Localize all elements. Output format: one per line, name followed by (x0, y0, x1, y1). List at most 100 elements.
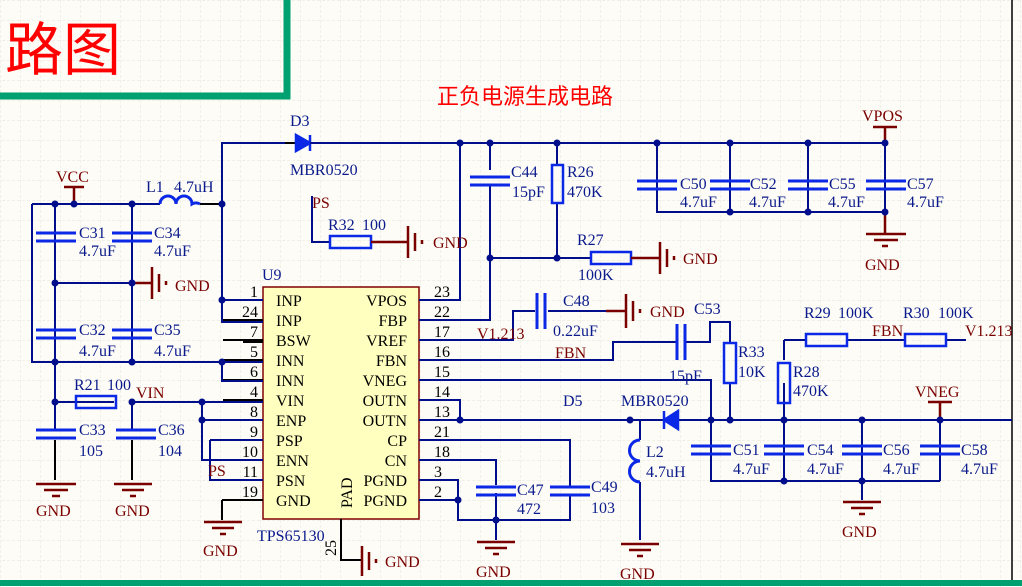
gnd-label: GND (115, 503, 150, 520)
ground-symbol (360, 546, 378, 576)
c51-ref: C51 (733, 442, 760, 459)
c33-value: 105 (79, 443, 103, 460)
capacitor-c54[interactable] (764, 444, 804, 456)
c49-value: 103 (591, 500, 615, 517)
junction-dot (198, 416, 206, 424)
chip-pin-number: 18 (434, 444, 450, 461)
junction-dot (707, 416, 715, 424)
resistor-r28[interactable] (776, 361, 792, 405)
resistor-r26[interactable] (550, 163, 565, 205)
capacitor-c56[interactable] (842, 444, 882, 456)
chip-pin-number: 23 (434, 284, 450, 301)
junction-dot (881, 208, 889, 216)
c32-value: 4.7uF (79, 343, 116, 360)
d5-value: MBR0520 (621, 393, 689, 410)
ground-symbol (477, 540, 515, 556)
c57-value: 4.7uF (907, 194, 944, 211)
chip-pin-name: PSP (276, 433, 303, 450)
l2-ref: L2 (646, 444, 664, 461)
diode-d5[interactable] (661, 408, 680, 432)
capacitor-c57[interactable] (866, 179, 906, 191)
c52-value: 4.7uF (749, 194, 786, 211)
junction-dot (858, 477, 866, 485)
r33-ref: R33 (738, 344, 765, 361)
capacitor-c44[interactable] (470, 175, 510, 187)
capacitor-c50[interactable] (637, 179, 677, 191)
r26-ref: R26 (567, 164, 594, 181)
chip-pin-name: CP (387, 433, 407, 450)
chip-pin-number: 14 (434, 384, 450, 401)
r27-ref: R27 (577, 232, 604, 249)
capacitor-c31[interactable] (36, 231, 76, 243)
c44-value: 15pF (512, 184, 545, 201)
c33-ref: C33 (79, 422, 106, 439)
r29-ref: R29 (804, 305, 831, 322)
junction-dot (456, 139, 464, 147)
r29-value: 100K (838, 305, 874, 322)
chip-pin-number: 16 (434, 344, 450, 361)
r21-ref: R21 (74, 377, 101, 394)
inductor-l1[interactable] (158, 194, 201, 207)
capacitor-c49[interactable] (550, 485, 590, 497)
vpos-wires (310, 142, 886, 321)
chip-pad-pin: 25 (323, 540, 340, 556)
capacitor-c53[interactable] (675, 324, 687, 360)
chip-part: TPS65130 (257, 528, 325, 545)
capacitor-c36[interactable] (116, 428, 156, 440)
c51-value: 4.7uF (733, 461, 770, 478)
junction-dot (804, 139, 812, 147)
capacitor-c33[interactable] (36, 428, 76, 440)
inductor-l2[interactable] (628, 438, 641, 484)
junction-dot (653, 139, 661, 147)
chip-pin-number: 22 (434, 304, 450, 321)
c35-ref: C35 (154, 322, 181, 339)
title-border (0, 0, 291, 100)
chip-pin-name: OUTN (363, 393, 408, 410)
c56-ref: C56 (883, 442, 910, 459)
chip-pin-name: INP (276, 293, 302, 310)
c47-ref: C47 (517, 482, 544, 499)
ground-symbol (132, 267, 168, 299)
capacitor-c35[interactable] (112, 328, 152, 340)
r32-ref: R32 (328, 217, 355, 234)
resistor-r30[interactable] (903, 332, 948, 348)
c49-ref: C49 (591, 479, 618, 496)
capacitor-c51[interactable] (691, 444, 731, 456)
junction-dot (51, 279, 59, 287)
junction-dot (456, 416, 464, 424)
vpos-net-label: VPOS (862, 108, 903, 125)
chip-pin-number: 4 (250, 384, 258, 401)
capacitor-c55[interactable] (788, 179, 828, 191)
c53-ref: C53 (694, 301, 721, 318)
capacitor-c58[interactable] (920, 444, 960, 456)
chip-pin-name: VNEG (363, 373, 408, 390)
pad-wire (340, 519, 362, 561)
chip-pin-number: 15 (434, 364, 450, 381)
c36-ref: C36 (158, 422, 185, 439)
capacitor-c47[interactable] (476, 485, 516, 497)
gnd-label: GND (620, 566, 655, 583)
resistor-r21[interactable] (74, 394, 118, 410)
chip-pin-name: VIN (276, 393, 305, 410)
resistor-r29[interactable] (804, 332, 849, 348)
capacitor-c52[interactable] (710, 179, 750, 191)
r30-ref: R30 (903, 305, 930, 322)
junction-dot (936, 416, 944, 424)
fbn-net-label-2: FBN (872, 323, 904, 340)
capacitor-c34[interactable] (112, 231, 152, 243)
chip-pin-number: 13 (434, 404, 450, 421)
resistor-r33[interactable] (722, 341, 738, 385)
capacitor-c32[interactable] (36, 328, 76, 340)
junction-dot (218, 296, 226, 304)
r28-ref: R28 (793, 364, 820, 381)
junction-dots (51, 139, 944, 524)
capacitor-c48[interactable] (535, 293, 547, 329)
chip-pin-name: PGND (363, 473, 407, 490)
chip-pin-name: INP (276, 313, 302, 330)
chip-pin-number: 2 (434, 484, 442, 501)
l1-ref: L1 (146, 179, 164, 196)
r28-value: 470K (793, 383, 829, 400)
chip-pin-name: INN (276, 373, 305, 390)
